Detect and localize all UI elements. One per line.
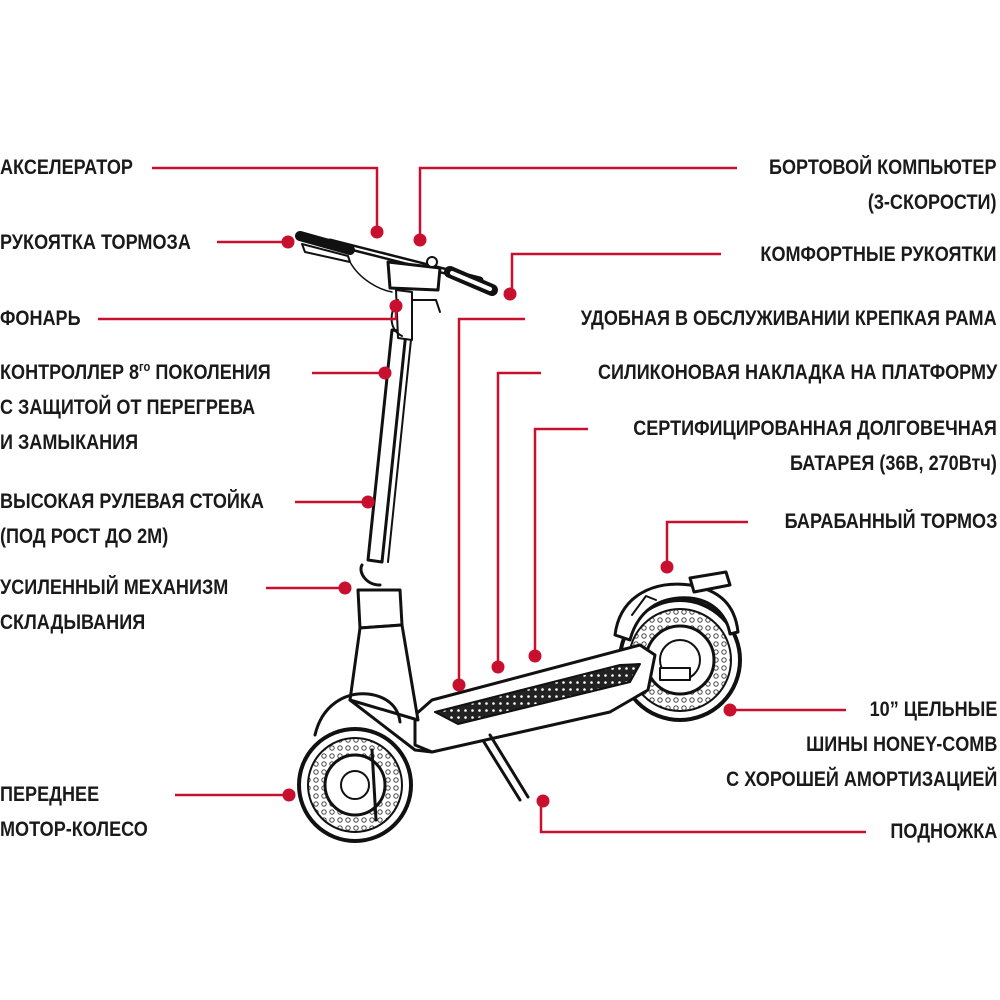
label-battery: СЕРТИФИЦИРОВАННАЯ ДОЛГОВЕЧНАЯ БАТАРЕЯ (3… xyxy=(633,417,997,475)
label-controller: КОНТРОЛЛЕР 8го ПОКОЛЕНИЯ С ЗАЩИТОЙ ОТ ПЕ… xyxy=(0,355,271,460)
callout-line-headlight xyxy=(98,310,398,321)
callout-dot-brake-lever xyxy=(281,235,295,249)
callout-line-kickstand xyxy=(539,801,866,834)
callout-dot-controller xyxy=(378,366,392,380)
callout-dot-stem xyxy=(361,495,375,509)
callout-dot-silicone xyxy=(491,660,505,674)
scooter-drawing xyxy=(295,231,742,843)
left-grip xyxy=(295,231,355,255)
callout-dot-front-motor xyxy=(282,788,296,802)
callout-dot-computer xyxy=(413,233,427,247)
callout-dot-kickstand xyxy=(536,794,550,808)
callout-lines xyxy=(98,166,866,834)
label-frame: УДОБНАЯ В ОБСЛУЖИВАНИИ КРЕПКАЯ РАМА xyxy=(581,307,997,330)
label-headlight: ФОНАРЬ xyxy=(0,307,81,330)
callout-line-drum-brake xyxy=(665,520,748,565)
callout-dot-drum-brake xyxy=(660,560,674,574)
callout-line-frame xyxy=(457,317,525,683)
callout-dot-folding xyxy=(338,581,352,595)
callout-dot-headlight xyxy=(389,299,403,313)
label-accelerator: АКСЕЛЕРАТОР xyxy=(0,156,133,179)
label-computer: БОРТОВОЙ КОМПЬЮТЕР (3-СКОРОСТИ) xyxy=(769,156,997,214)
label-controller-line1: КОНТРОЛЛЕР 8го ПОКОЛЕНИЯ xyxy=(0,359,271,384)
rear-wheel xyxy=(618,598,742,722)
callout-dot-grips xyxy=(503,287,517,301)
label-drum-brake: БАРАБАННЫЙ ТОРМОЗ xyxy=(784,510,997,533)
kickstand-drawing xyxy=(482,733,530,802)
label-folding: УСИЛЕННЫЙ МЕХАНИЗМ СКЛАДЫВАНИЯ xyxy=(0,576,229,634)
front-wheel xyxy=(297,727,413,843)
callout-line-computer xyxy=(418,166,737,238)
label-front-motor: ПЕРЕДНЕЕ МОТОР-КОЛЕСО xyxy=(0,783,148,841)
callout-dot-tires xyxy=(723,703,737,717)
callout-line-battery xyxy=(533,427,588,654)
folding-block xyxy=(356,588,404,630)
label-stem: ВЫСОКАЯ РУЛЕВАЯ СТОЙКА (ПОД РОСТ ДО 2М) xyxy=(0,490,264,548)
callout-dot-frame xyxy=(452,678,466,692)
label-grips: КОМФОРТНЫЕ РУКОЯТКИ xyxy=(760,243,997,266)
front-body xyxy=(348,623,420,722)
callout-line-grips xyxy=(510,252,721,292)
callout-dots xyxy=(281,225,737,808)
label-brake-lever: РУКОЯТКА ТОРМОЗА xyxy=(0,231,191,254)
head-display xyxy=(386,260,442,292)
label-kickstand: ПОДНОЖКА xyxy=(890,820,997,843)
label-tires: 10” ЦЕЛЬНЫЕ ШИНЫ HONEY-COMB С ХОРОШЕЙ АМ… xyxy=(725,698,997,791)
callout-line-accelerator xyxy=(152,166,379,230)
callout-line-silicone xyxy=(496,371,541,665)
deck-pad xyxy=(434,663,641,725)
callout-dot-battery xyxy=(528,649,542,663)
label-silicone-pad: СИЛИКОНОВАЯ НАКЛАДКА НА ПЛАТФОРМУ xyxy=(597,361,997,384)
rear-fender xyxy=(613,582,740,642)
callout-dot-accelerator xyxy=(370,225,384,239)
